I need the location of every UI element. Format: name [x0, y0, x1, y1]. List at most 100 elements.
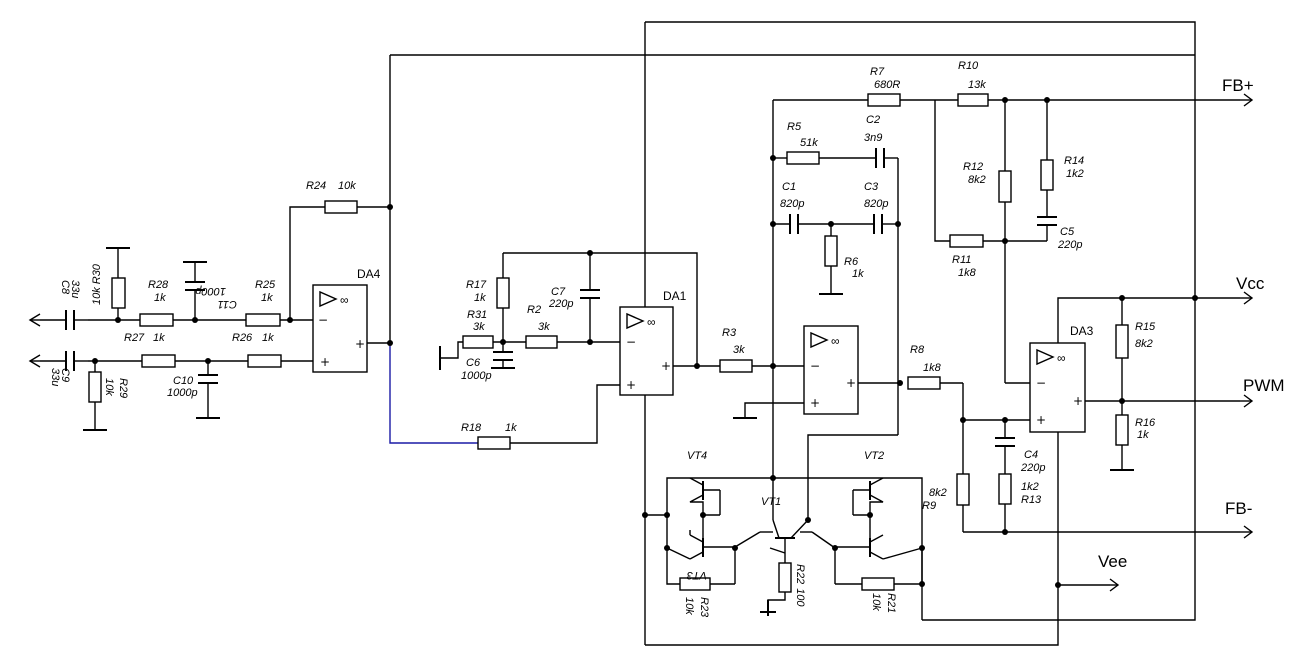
- svg-text:+: +: [320, 355, 330, 369]
- svg-text:1k: 1k: [154, 292, 166, 304]
- svg-text:R27: R27: [124, 332, 145, 344]
- opamp-ref: DA1: [663, 289, 687, 303]
- svg-text:∞: ∞: [831, 334, 840, 348]
- svg-text:R26: R26: [232, 332, 253, 344]
- transistor-vt1: [734, 519, 836, 554]
- terminal-arrows: [28, 93, 1254, 592]
- svg-text:R23: R23: [698, 597, 710, 618]
- svg-text:R6: R6: [844, 256, 859, 268]
- svg-text:R5: R5: [787, 121, 802, 133]
- net-vee: Vee: [1098, 552, 1127, 571]
- svg-text:+: +: [1073, 394, 1083, 408]
- svg-text:1k: 1k: [505, 422, 517, 434]
- svg-text:+: +: [626, 378, 636, 392]
- svg-text:1k: 1k: [474, 292, 486, 304]
- svg-text:∞: ∞: [1057, 351, 1066, 365]
- svg-text:R21: R21: [885, 593, 897, 613]
- svg-text:R29: R29: [117, 378, 129, 398]
- svg-text:C9: C9: [59, 368, 71, 382]
- svg-text:3n9: 3n9: [864, 132, 882, 144]
- svg-text:C4: C4: [1024, 449, 1038, 461]
- svg-text:220p: 220p: [548, 298, 573, 310]
- svg-text:+: +: [1036, 413, 1046, 427]
- svg-text:C7: C7: [551, 286, 566, 298]
- svg-text:C1: C1: [782, 181, 796, 193]
- svg-text:R24: R24: [306, 180, 326, 192]
- svg-text:R9: R9: [922, 500, 936, 512]
- svg-text:10k: 10k: [870, 593, 882, 611]
- svg-text:R15: R15: [1135, 321, 1156, 333]
- opamp-da3: ∞ − + + DA3: [1029, 324, 1094, 433]
- svg-text:R13: R13: [1021, 494, 1042, 506]
- svg-text:10k: 10k: [338, 180, 356, 192]
- svg-text:R12: R12: [963, 161, 983, 173]
- svg-text:1k2: 1k2: [1066, 168, 1084, 180]
- svg-text:VT2: VT2: [864, 450, 884, 462]
- svg-text:R11: R11: [952, 254, 971, 266]
- svg-text:R28: R28: [148, 279, 169, 291]
- svg-text:R22100: R22100: [794, 564, 806, 607]
- net-pwm: PWM: [1243, 376, 1285, 395]
- svg-text:+: +: [355, 337, 365, 351]
- svg-text:1k: 1k: [852, 268, 864, 280]
- svg-text:1000p: 1000p: [195, 285, 226, 297]
- svg-text:33u: 33u: [49, 368, 61, 386]
- svg-text:820p: 820p: [780, 198, 804, 210]
- svg-text:3k: 3k: [733, 344, 745, 356]
- svg-text:51k: 51k: [800, 137, 818, 149]
- net-fb-plus: FB+: [1222, 76, 1254, 95]
- svg-text:1000p: 1000p: [167, 387, 198, 399]
- svg-text:C11: C11: [218, 298, 237, 310]
- svg-text:R31: R31: [467, 309, 487, 321]
- net-vcc: Vcc: [1236, 274, 1265, 293]
- svg-text:VT4: VT4: [687, 450, 707, 462]
- svg-text:1000p: 1000p: [461, 370, 492, 382]
- opamp-da4: ∞ − + + DA4: [312, 267, 381, 373]
- svg-text:∞: ∞: [340, 293, 349, 307]
- svg-text:13k: 13k: [968, 79, 986, 91]
- svg-text:R16: R16: [1135, 417, 1156, 429]
- svg-text:10kR30: 10kR30: [91, 263, 103, 305]
- svg-text:R18: R18: [461, 422, 482, 434]
- transistor-vt2: [852, 477, 884, 515]
- svg-text:10k: 10k: [103, 378, 115, 396]
- svg-text:R17: R17: [466, 279, 487, 291]
- svg-text:C6: C6: [466, 357, 481, 369]
- opamp-ref: DA3: [1070, 324, 1094, 338]
- opamp-da1: ∞ − + + DA1: [619, 289, 687, 396]
- svg-text:+: +: [810, 396, 820, 410]
- svg-text:33u: 33u: [69, 280, 81, 298]
- svg-text:+: +: [846, 376, 856, 390]
- svg-text:−: −: [318, 313, 328, 327]
- svg-text:R25: R25: [255, 279, 276, 291]
- svg-text:220p: 220p: [1057, 239, 1082, 251]
- svg-text:220p: 220p: [1020, 462, 1045, 474]
- svg-text:C10: C10: [173, 375, 194, 387]
- svg-text:1k8: 1k8: [958, 267, 977, 279]
- svg-text:8k2: 8k2: [1135, 338, 1153, 350]
- svg-text:10k: 10k: [683, 597, 695, 615]
- svg-text:1k: 1k: [1137, 429, 1149, 441]
- svg-text:1k: 1k: [262, 332, 274, 344]
- svg-text:C5: C5: [1060, 226, 1075, 238]
- svg-text:R3: R3: [722, 327, 737, 339]
- svg-text:8k2: 8k2: [968, 174, 986, 186]
- transistor-vt4: [689, 477, 721, 515]
- svg-text:R2: R2: [527, 304, 541, 316]
- net-fb-minus: FB-: [1225, 499, 1252, 518]
- svg-text:R10: R10: [958, 60, 979, 72]
- svg-text:C3: C3: [864, 181, 879, 193]
- svg-text:1k8: 1k8: [923, 362, 942, 374]
- svg-text:1k: 1k: [153, 332, 165, 344]
- svg-text:−: −: [626, 335, 636, 349]
- svg-text:R14: R14: [1064, 155, 1084, 167]
- svg-text:VT1: VT1: [761, 496, 781, 508]
- svg-text:3k: 3k: [473, 321, 485, 333]
- svg-text:R8: R8: [910, 344, 925, 356]
- svg-text:C8: C8: [59, 280, 71, 295]
- resistor-bodies: [88, 93, 1129, 593]
- svg-text:−: −: [1036, 376, 1046, 390]
- svg-text:R7: R7: [870, 66, 885, 78]
- svg-text:∞: ∞: [647, 315, 656, 329]
